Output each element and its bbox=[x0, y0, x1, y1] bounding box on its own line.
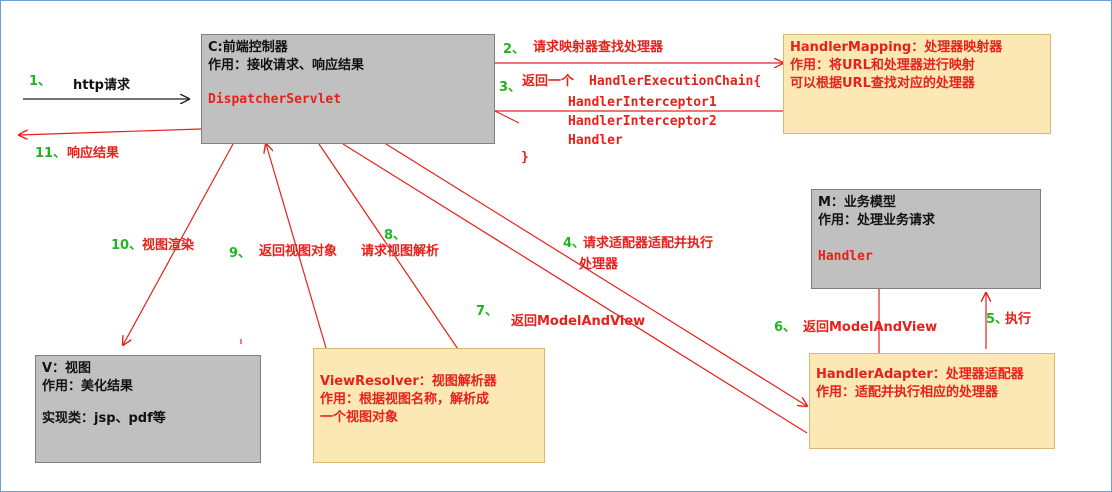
view-title: V：视图 bbox=[42, 361, 92, 376]
step-1-number: 1、 bbox=[29, 74, 52, 89]
arrow-step-8 bbox=[318, 143, 466, 361]
chain-open: HandlerExecutionChain{ bbox=[589, 74, 762, 89]
arrow-step-11 bbox=[19, 128, 202, 135]
chain-item-3: Handler bbox=[568, 133, 623, 148]
step-4-label-line2: 处理器 bbox=[579, 257, 619, 272]
handler-mapping-title: HandlerMapping：处理器映射器 bbox=[790, 40, 1003, 55]
view-resolver-box: ViewResolver：视图解析器 作用：根据视图名称，解析成 一个视图对象 bbox=[313, 348, 545, 463]
chain-item-2: HandlerInterceptor2 bbox=[568, 114, 717, 129]
front-controller-box: C:前端控制器 作用：接收请求、响应结果 DispatcherServlet bbox=[201, 34, 495, 144]
step-10-label: 视图渲染 bbox=[142, 238, 195, 253]
model-box: M：业务模型 作用：处理业务请求 Handler bbox=[811, 189, 1041, 289]
step-8-number: 8、 bbox=[384, 228, 407, 243]
handler-mapping-role: 作用：将URL和处理器进行映射 bbox=[790, 58, 975, 73]
model-title: M：业务模型 bbox=[818, 195, 896, 210]
step-5-number: 5、 bbox=[986, 312, 1009, 327]
handler-adapter-box: HandlerAdapter：处理器适配器 作用：适配并执行相应的处理器 bbox=[809, 353, 1055, 449]
front-controller-title: C:前端控制器 bbox=[208, 40, 288, 55]
step-7-number: 7、 bbox=[476, 304, 499, 319]
chain-close: } bbox=[521, 150, 529, 165]
step-2-label: 请求映射器查找处理器 bbox=[533, 40, 664, 55]
step-9-label: 返回视图对象 bbox=[259, 244, 338, 259]
front-controller-role: 作用：接收请求、响应结果 bbox=[208, 58, 365, 73]
arrow-step-9 bbox=[266, 144, 327, 349]
step-11-number: 11、 bbox=[35, 146, 67, 161]
step-4-label: 请求适配器适配并执行 bbox=[583, 236, 714, 251]
step-6-label: 返回ModelAndView bbox=[803, 320, 938, 335]
step-4-number: 4、 bbox=[563, 236, 586, 251]
step-6-number: 6、 bbox=[774, 320, 797, 335]
step-3-label: 返回一个 bbox=[522, 74, 575, 89]
arrow-step-7 bbox=[342, 143, 808, 434]
view-role: 作用：美化结果 bbox=[42, 379, 134, 394]
handler-mapping-role2: 可以根据URL查找对应的处理器 bbox=[790, 76, 975, 91]
arrow-step-4 bbox=[385, 143, 807, 406]
view-resolver-role2: 一个视图对象 bbox=[320, 410, 399, 425]
model-class: Handler bbox=[818, 249, 873, 264]
model-role: 作用：处理业务请求 bbox=[818, 213, 936, 228]
view-resolver-role: 作用：根据视图名称，解析成 bbox=[320, 392, 490, 407]
step-8-label: 请求视图解析 bbox=[361, 244, 440, 259]
step-7-label: 返回ModelAndView bbox=[511, 314, 646, 329]
handler-mapping-box: HandlerMapping：处理器映射器 作用：将URL和处理器进行映射 可以… bbox=[783, 34, 1051, 134]
step-9-number: 9、 bbox=[229, 246, 252, 261]
step-11-label: 响应结果 bbox=[67, 146, 120, 161]
handler-adapter-title: HandlerAdapter：处理器适配器 bbox=[816, 367, 1024, 382]
arrow-step-10 bbox=[123, 143, 234, 345]
chain-item-1: HandlerInterceptor1 bbox=[568, 95, 717, 110]
step-2-number: 2、 bbox=[503, 42, 526, 57]
view-resolver-title: ViewResolver：视图解析器 bbox=[320, 374, 497, 389]
handler-adapter-role: 作用：适配并执行相应的处理器 bbox=[816, 385, 999, 400]
front-controller-class: DispatcherServlet bbox=[208, 92, 342, 107]
step-10-number: 10、 bbox=[111, 238, 143, 253]
view-impl: 实现类：jsp、pdf等 bbox=[42, 411, 166, 426]
step-3-number: 3、 bbox=[499, 80, 522, 95]
step-1-label: http请求 bbox=[73, 78, 130, 93]
step-5-label: 执行 bbox=[1005, 312, 1032, 327]
arrow-step-3-tail bbox=[494, 110, 520, 124]
view-box: V：视图 作用：美化结果 实现类：jsp、pdf等 bbox=[35, 355, 261, 463]
